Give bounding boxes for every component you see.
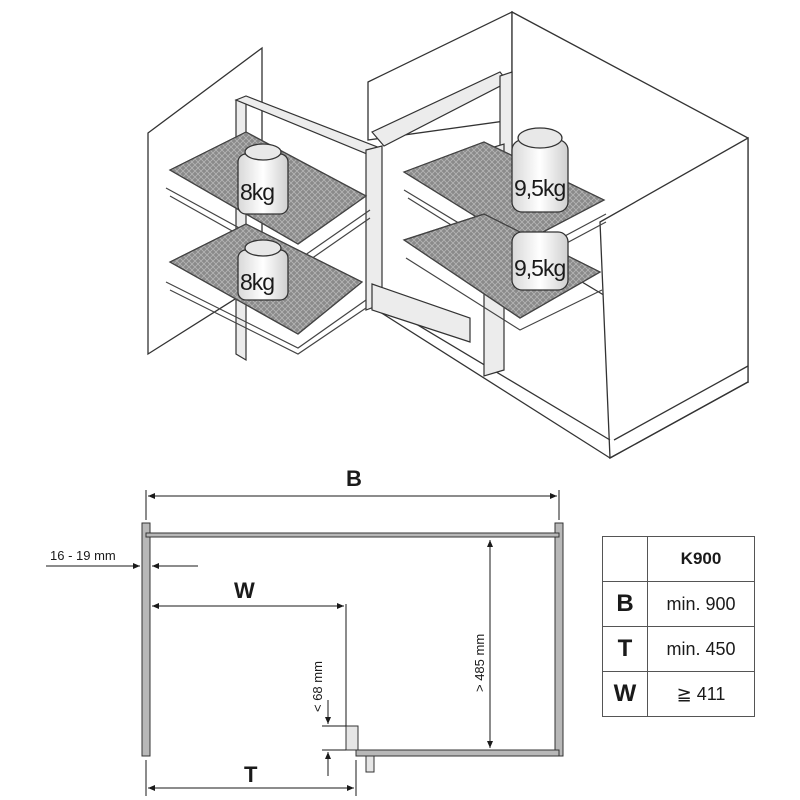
back-wall bbox=[145, 532, 560, 538]
spec-row-w: W ≧ 411 bbox=[602, 671, 755, 717]
spec-value-t: min. 450 bbox=[647, 626, 755, 672]
front-panel bbox=[355, 749, 560, 757]
spec-value-w: ≧ 411 bbox=[647, 671, 755, 717]
weight-label-left-upper: 8kg bbox=[240, 179, 274, 205]
weight-label-right-upper: 9,5kg bbox=[514, 175, 565, 201]
spec-row-b: B min. 900 bbox=[602, 581, 755, 627]
dim-label-offset: < 68 mm bbox=[310, 661, 325, 712]
dim-label-b: B bbox=[346, 470, 362, 491]
hinge-block bbox=[345, 725, 359, 751]
weight-left-lower bbox=[237, 239, 289, 301]
spec-key-b: B bbox=[602, 581, 648, 627]
weight-right-lower bbox=[511, 231, 569, 291]
pullout-rail bbox=[371, 283, 471, 343]
dimension-plan: B 16 - 19 mm W > 485 mm < 68 mm T bbox=[46, 470, 564, 796]
corner-cabinet-illustration: 8kg 8kg 9,5kg 9,5kg bbox=[147, 10, 749, 460]
dim-label-t: T bbox=[244, 762, 258, 787]
spec-value-b: min. 900 bbox=[647, 581, 755, 627]
spec-table-header: K900 bbox=[602, 536, 755, 582]
hinge-stub bbox=[365, 755, 375, 773]
spec-key-t: T bbox=[602, 626, 648, 672]
weight-label-left-lower: 8kg bbox=[240, 269, 274, 295]
spec-key-w: W bbox=[602, 671, 648, 717]
right-side-wall bbox=[554, 522, 564, 757]
weight-label-right-lower: 9,5kg bbox=[514, 255, 565, 281]
weight-left-upper bbox=[237, 143, 289, 215]
left-side-wall bbox=[141, 522, 151, 757]
spec-row-t: T min. 450 bbox=[602, 626, 755, 672]
spec-model: K900 bbox=[647, 536, 755, 582]
dim-label-w: W bbox=[234, 578, 255, 603]
dim-label-depth: > 485 mm bbox=[472, 634, 487, 692]
spec-table: K900 B min. 900 T min. 450 W ≧ 411 bbox=[602, 536, 755, 717]
dim-label-side-thickness: 16 - 19 mm bbox=[50, 548, 116, 563]
spec-table-corner bbox=[602, 536, 648, 582]
weight-right-upper bbox=[511, 127, 569, 213]
